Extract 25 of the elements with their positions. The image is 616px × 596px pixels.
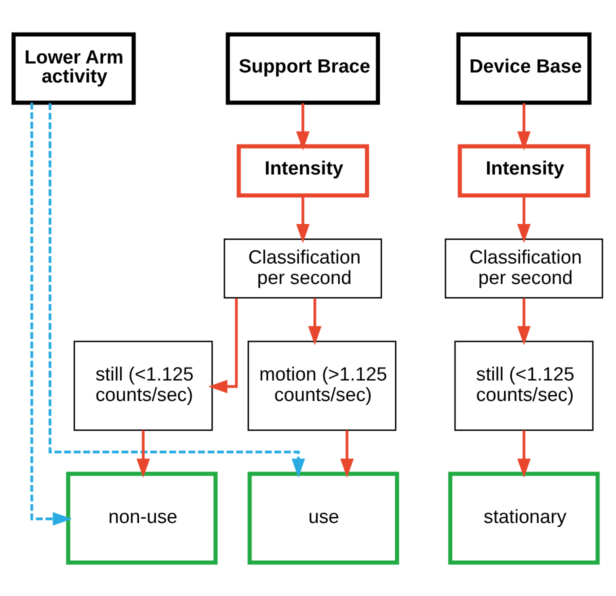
- node-box: stationary: [448, 471, 600, 564]
- arrow: [517, 430, 531, 478]
- node-box: still (<1.125 counts/sec): [74, 340, 213, 430]
- arrow: [308, 298, 322, 345]
- arrow: [517, 298, 531, 345]
- node-box: Intensity: [236, 144, 370, 198]
- arrow: [517, 102, 531, 150]
- node-box: still (<1.125 counts/sec): [454, 340, 594, 430]
- node-box: use: [248, 471, 400, 564]
- node-box: Device Base: [456, 32, 592, 104]
- node-box: Support Brace: [226, 32, 380, 104]
- node-box: Classification per second: [444, 238, 604, 298]
- arrow: [340, 430, 354, 478]
- node-box: Lower Arm activity: [12, 32, 136, 104]
- node-box: Intensity: [458, 144, 590, 198]
- arrow: [136, 430, 150, 478]
- arrow: [48, 102, 306, 478]
- node-box: Classification per second: [224, 238, 382, 298]
- arrow: [296, 195, 310, 243]
- node-box: non-use: [66, 471, 218, 564]
- arrow: [517, 195, 531, 243]
- node-box: motion (>1.125 counts/sec): [248, 340, 396, 430]
- arrow: [30, 102, 72, 526]
- arrow: [296, 102, 310, 150]
- arrow: [208, 298, 238, 393]
